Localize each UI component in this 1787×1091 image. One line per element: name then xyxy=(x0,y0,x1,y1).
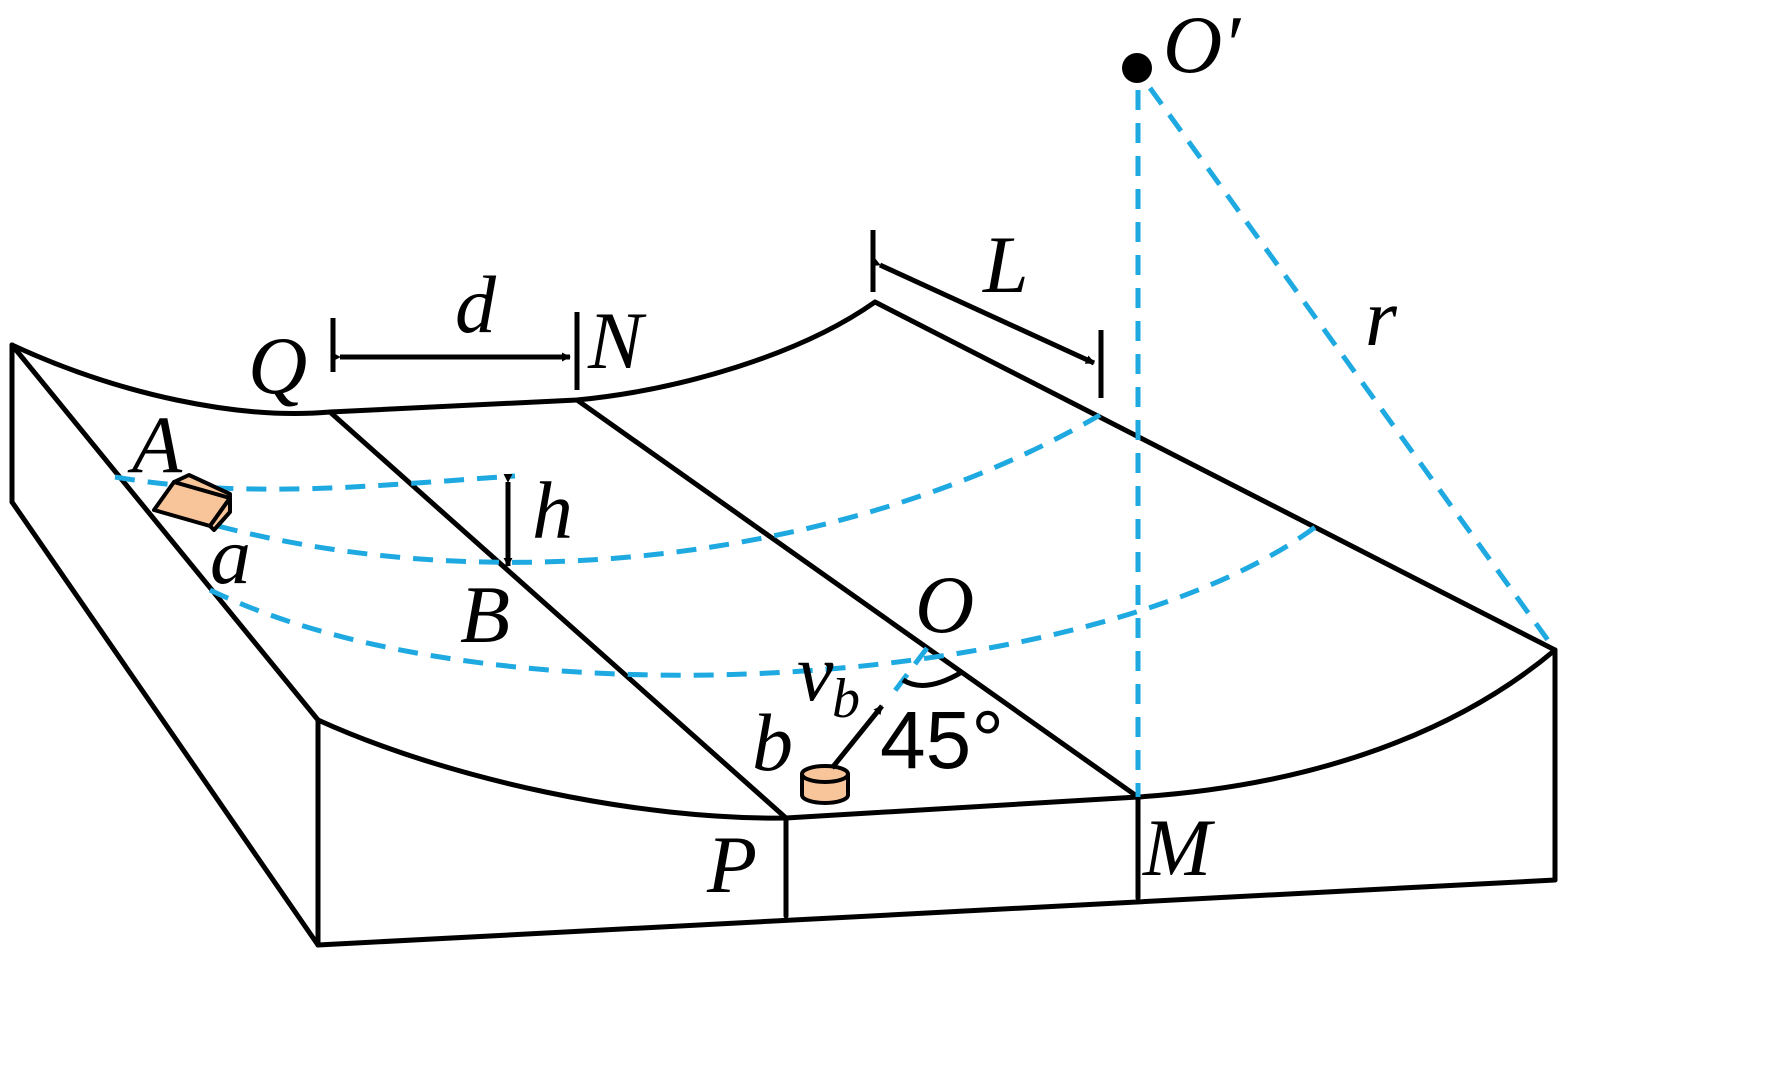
label-a: a xyxy=(210,510,251,601)
block-A xyxy=(152,473,232,532)
label-M: M xyxy=(1142,802,1216,893)
point-O-prime xyxy=(1122,53,1152,83)
label-O: O xyxy=(915,559,974,650)
label-r: r xyxy=(1365,272,1398,363)
dimension-L xyxy=(870,230,1104,398)
label-A: A xyxy=(127,399,183,490)
label-L: L xyxy=(982,219,1029,310)
dimension-d xyxy=(330,312,580,390)
dashed-arc-A xyxy=(114,473,516,492)
dashed-radius-r xyxy=(1147,86,1558,652)
label-d: d xyxy=(455,259,497,350)
label-P: P xyxy=(706,819,757,910)
label-v-subscript: b xyxy=(832,668,860,730)
track-outline xyxy=(9,299,1558,948)
label-Q: Q xyxy=(248,320,307,411)
dashed-arc-outer xyxy=(208,523,1320,678)
divider-Q-P xyxy=(327,409,789,821)
angle-arc-45 xyxy=(901,669,964,688)
dashed-lines xyxy=(114,86,1558,797)
label-B: B xyxy=(460,569,510,660)
labels: O′ r L d Q N A a h B O v b b 45° P M xyxy=(127,0,1398,910)
cylinder-b xyxy=(800,764,850,805)
dashed-O-to-vb xyxy=(886,646,929,702)
label-b: b xyxy=(752,697,793,788)
left-bottom-edge xyxy=(9,499,321,948)
label-h: h xyxy=(532,465,573,556)
front-bottom-edge xyxy=(315,877,1558,948)
label-v: v xyxy=(797,627,834,718)
velocity-arrow-vb xyxy=(830,704,884,770)
label-N: N xyxy=(587,295,647,386)
label-angle-45: 45° xyxy=(880,695,1004,786)
left-inner-edge xyxy=(9,342,321,723)
divider-N-M xyxy=(574,397,1141,800)
label-O-prime: O′ xyxy=(1163,0,1241,90)
